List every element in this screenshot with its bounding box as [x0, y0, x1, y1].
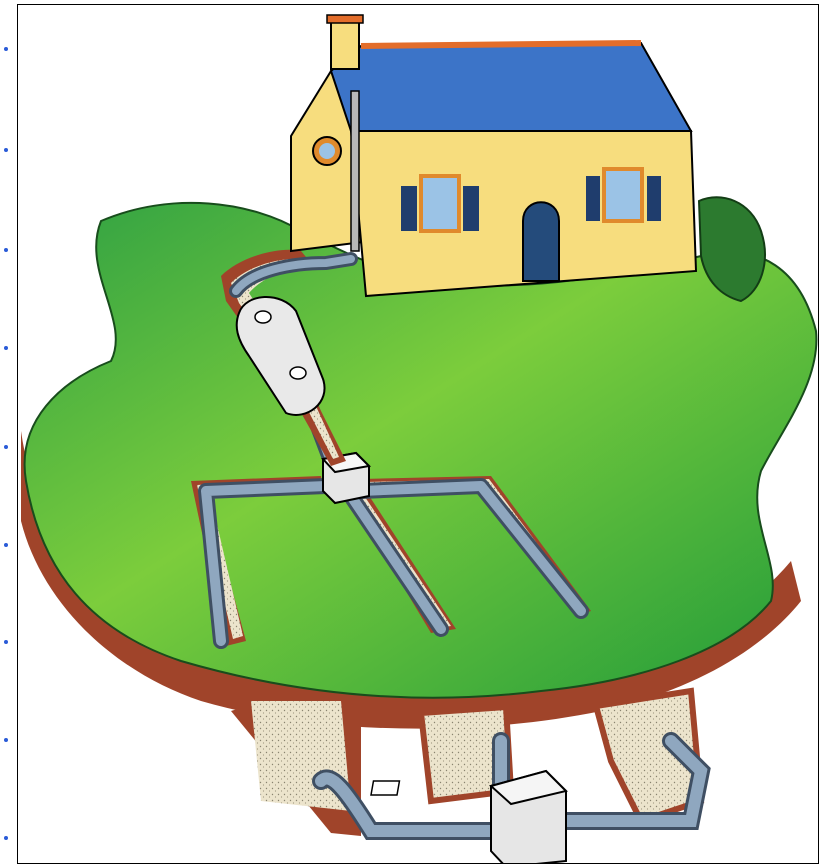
- margin-dot: [4, 346, 8, 350]
- diagram-frame: [17, 4, 819, 864]
- margin-dot: [4, 445, 8, 449]
- margin-dot: [4, 543, 8, 547]
- septic-system-diagram: [17, 4, 819, 864]
- margin-dot: [4, 738, 8, 742]
- margin-dot: [4, 640, 8, 644]
- cutaway-trenches: [231, 691, 701, 836]
- margin-dot: [4, 47, 8, 51]
- margin-dot: [4, 836, 8, 840]
- margin-dot: [4, 248, 8, 252]
- margin-dot: [4, 148, 8, 152]
